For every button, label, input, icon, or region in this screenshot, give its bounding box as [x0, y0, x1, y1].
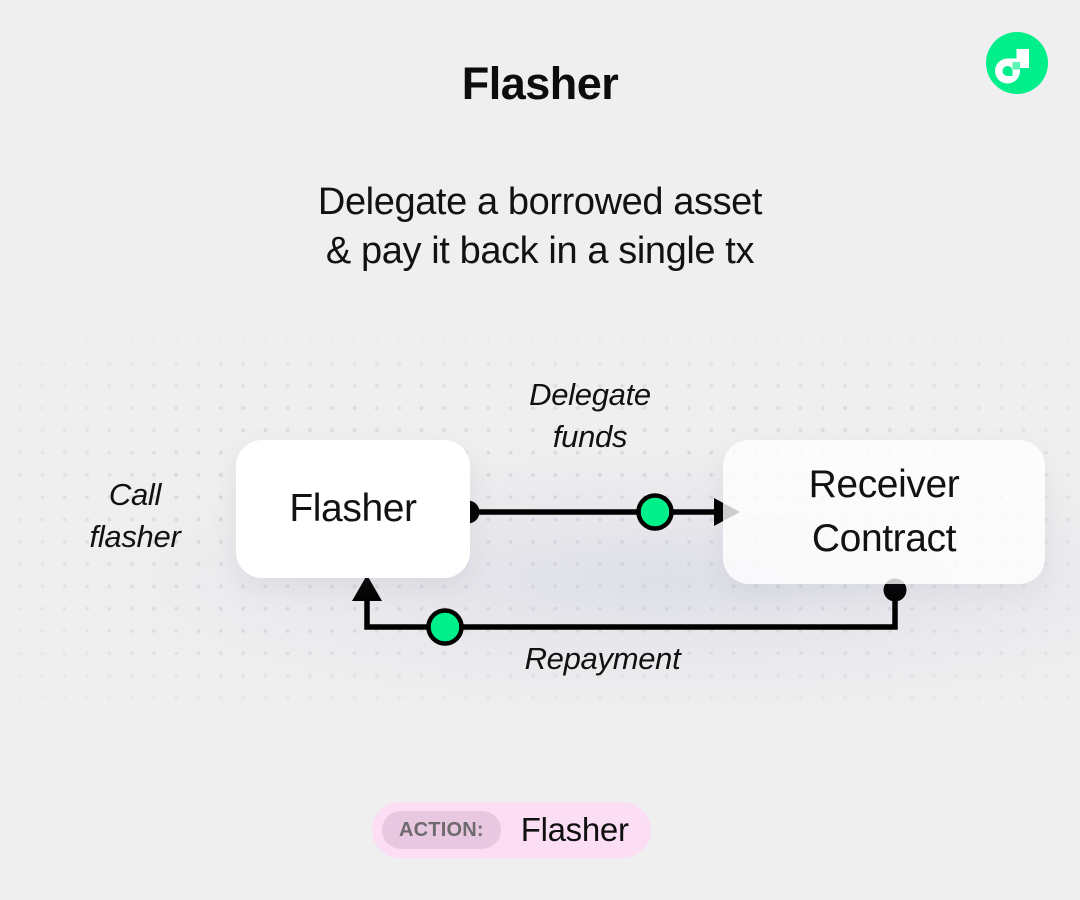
action-badge-tag: ACTION: — [382, 811, 501, 849]
edge-label-call-line-2: flasher — [89, 519, 181, 554]
edge-label-delegate-funds: Delegate funds — [465, 374, 715, 458]
action-badge-value: Flasher — [520, 811, 629, 848]
subtitle-line-2: & pay it back in a single tx — [325, 230, 755, 272]
flow-logo-icon — [986, 32, 1048, 94]
node-receiver-label-line-2: Contract — [811, 517, 957, 560]
page-subtitle: Delegate a borrowed asset & pay it back … — [0, 178, 1080, 276]
edge-label-call-line-1: Call — [108, 477, 162, 512]
node-flasher-label: Flasher — [289, 487, 417, 530]
node-receiver-label-line-1: Receiver — [808, 463, 960, 506]
edge-label-delegate-line-2: funds — [552, 419, 628, 454]
edge-label-delegate-line-1: Delegate — [529, 377, 651, 412]
edge-label-call-flasher: Call flasher — [35, 474, 235, 558]
edge-label-repayment: Repayment — [524, 641, 681, 676]
subtitle-line-1: Delegate a borrowed asset — [317, 181, 763, 223]
action-badge: ACTION: Flasher — [372, 802, 651, 858]
node-flasher[interactable]: Flasher — [236, 440, 470, 578]
node-receiver-label: Receiver Contract — [809, 458, 960, 566]
page-title: Flasher — [461, 58, 619, 109]
node-receiver-contract[interactable]: Receiver Contract — [723, 440, 1045, 584]
